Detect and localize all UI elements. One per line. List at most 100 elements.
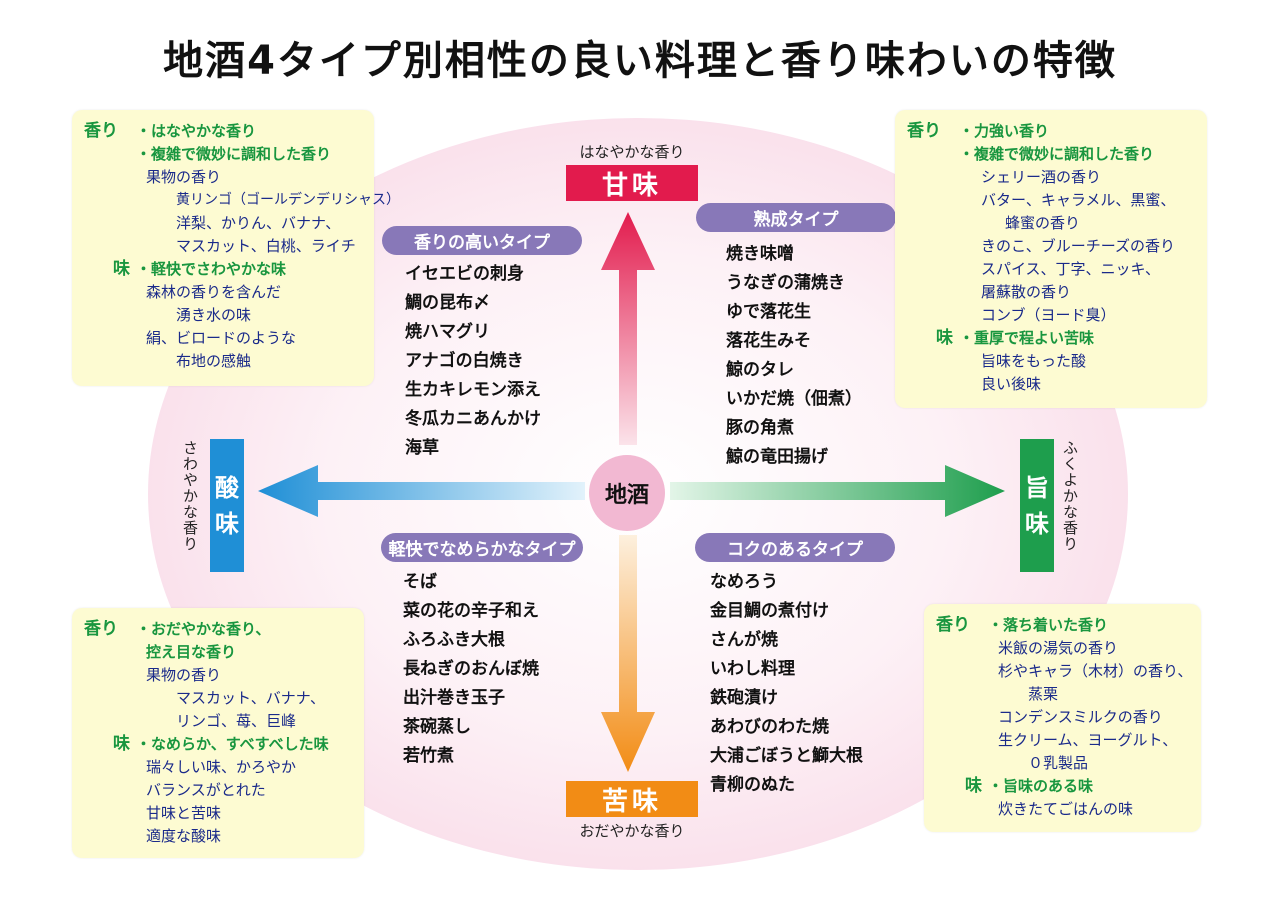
note-row: 味 ・重厚で程よい苦味 [907,327,1195,350]
note-aroma-type: 香り ・はなやかな香り ・複雑で微妙に調和した香り 果物の香り 黄リンゴ（ゴール… [72,110,400,386]
note-detail: マスカット、白桃、ライチ [176,237,356,255]
note-detail: スパイス、丁字、ニッキ、 [981,260,1160,278]
dish-item: 出汁巻き玉子 [403,688,505,708]
note-detail: 甘味と苦味 [146,804,222,822]
page-title: 地酒4タイプ別相性の良い料理と香り味わいの特徴 [163,38,1117,84]
note-heading: ・なめらか、すべすべした味 [136,735,329,753]
note-heading: ・力強い香り [959,122,1050,140]
note-aged-type: 香り ・力強い香り ・複雑で微妙に調和した香り シェリー酒の香り バター、キャラ… [895,110,1207,408]
sweet-label: 甘味 [566,165,698,201]
dish-item: 大浦ごぼうと鰤大根 [710,746,863,766]
note-row: 香り ・力強い香り [907,120,1195,143]
dish-item: ゆで落花生 [726,302,811,322]
note-detail: 黄リンゴ（ゴールデンデリシャス） [176,192,400,208]
umami-label-char-1: 旨 [1025,473,1049,502]
note-detail: 旨味をもった酸 [981,352,1087,370]
dish-list-aged: 焼き味噌 うなぎの蒲焼き ゆで落花生 落花生みそ 鯨のタレ いかだ焼（佃煮） 豚… [726,240,862,472]
note-detail: 蒸栗 [1028,685,1059,703]
type-label-aroma: 香りの高いタイプ [382,226,582,255]
note-detail: 果物の香り [146,168,222,186]
dish-item: 青柳のぬた [710,775,795,795]
note-heading: 控え目な香り [146,643,237,661]
taste-label: 味 [965,776,982,796]
note-detail: 屠蘇散の香り [981,283,1072,301]
bitter-label: 苦味 [566,781,698,817]
dish-item: 菜の花の辛子和え [403,601,539,621]
sour-label-char-2: 味 [215,509,239,538]
note-detail: 生クリーム、ヨーグルト、 [998,731,1178,749]
dish-item: 海草 [405,438,439,458]
type-label-aged: 熟成タイプ [696,203,896,232]
note-light-type: 香り ・おだやかな香り、 控え目な香り 果物の香り マスカット、バナナ、 リンゴ… [72,608,364,858]
sour-label-char-1: 酸 [215,473,239,502]
umami-caption: ふくよかな香り [1061,440,1079,552]
note-heading: ・おだやかな香り、 [136,620,271,638]
dish-list-aroma: イセエビの刺身 鯛の昆布〆 焼ハマグリ アナゴの白焼き 生カキレモン添え 冬瓜カ… [405,260,541,463]
sour-label: 酸 味 [210,439,244,572]
sweet-caption: はなやかな香り [579,143,685,161]
dish-item: 若竹煮 [403,746,454,766]
dish-item: 鉄砲漬け [710,688,778,708]
note-detail: 湧き水の味 [176,306,252,324]
note-detail: ０乳製品 [1028,754,1089,772]
note-detail: マスカット、バナナ、 [176,689,325,707]
note-heading: ・はなやかな香り [136,122,257,140]
aroma-label: 香り [936,615,970,635]
dish-list-rich: なめろう 金目鯛の煮付け さんが焼 いわし料理 鉄砲漬け あわびのわた焼 大浦ご… [710,568,863,800]
dish-item: アナゴの白焼き [405,351,524,371]
dish-item: いわし料理 [710,659,795,679]
note-heading: ・複雑で微妙に調和した香り [136,145,332,163]
type-label-rich: コクのあるタイプ [695,533,895,562]
dish-item: 焼き味噌 [726,244,794,264]
dish-item: あわびのわた焼 [710,717,829,737]
note-heading: ・落ち着いた香り [988,616,1109,634]
arrow-right-umami [670,465,1005,517]
dish-item: 長ねぎのおんぼ焼 [403,659,539,679]
dish-item: 鯨の竜田揚げ [726,447,828,467]
type-label-light: 軽快でなめらかなタイプ [381,533,583,562]
dish-item: イセエビの刺身 [405,264,524,284]
aroma-label: 香り [84,121,118,141]
note-heading: ・軽快でさわやかな味 [136,260,287,278]
arrow-down-bitter [601,535,655,772]
note-detail: 米飯の湯気の香り [998,639,1119,657]
dish-item: 金目鯛の煮付け [710,601,829,621]
note-row: 香り ・はなやかな香り [84,120,362,143]
note-detail: 果物の香り [146,666,222,684]
note-detail: 布地の感触 [176,352,252,370]
note-detail: シェリー酒の香り [981,168,1102,186]
note-detail: バランスがとれた [146,781,266,799]
note-detail: 蜂蜜の香り [1005,214,1081,232]
umami-label: 旨 味 [1020,439,1054,572]
note-row: 味 ・軽快でさわやかな味 [84,258,362,281]
bitter-caption: おだやかな香り [579,822,685,840]
taste-label: 味 [936,328,953,348]
arrow-up-sweet [601,212,655,445]
dish-item: そば [403,572,437,592]
note-heading: ・重厚で程よい苦味 [959,329,1095,347]
dish-item: 生カキレモン添え [405,380,541,400]
dish-item: 豚の角煮 [726,418,794,438]
dish-list-light: そば 菜の花の辛子和え ふろふき大根 長ねぎのおんぼ焼 出汁巻き玉子 茶碗蒸し … [403,568,539,771]
note-rich-type: 香り ・落ち着いた香り 米飯の湯気の香り 杉やキャラ（木材）の香り、 蒸栗 コン… [924,604,1201,832]
note-detail: きのこ、ブルーチーズの香り [981,237,1175,255]
note-detail: 絹、ビロードのような [146,329,297,347]
dish-item: 冬瓜カニあんかけ [405,409,541,429]
note-heading: ・旨味のある味 [988,777,1094,795]
note-row: 香り ・おだやかな香り、 [84,618,352,641]
dish-item: 茶碗蒸し [403,717,471,737]
taste-label: 味 [113,734,130,754]
note-detail: 洋梨、かりん、バナナ、 [176,214,341,232]
umami-label-char-2: 味 [1025,509,1049,538]
note-detail: 瑞々しい味、かろやか [146,758,297,776]
note-detail: コンブ（ヨード臭） [981,306,1116,324]
note-detail: 良い後味 [981,375,1042,393]
center-jizake: 地酒 [589,455,665,531]
note-detail: 杉やキャラ（木材）の香り、 [998,662,1193,680]
note-detail: 炊きたてごはんの味 [998,800,1134,818]
note-detail: 森林の香りを含んだ [146,283,282,301]
dish-item: うなぎの蒲焼き [726,273,845,293]
arrow-left-sour [258,465,585,517]
note-row: 味 ・なめらか、すべすべした味 [84,733,352,756]
